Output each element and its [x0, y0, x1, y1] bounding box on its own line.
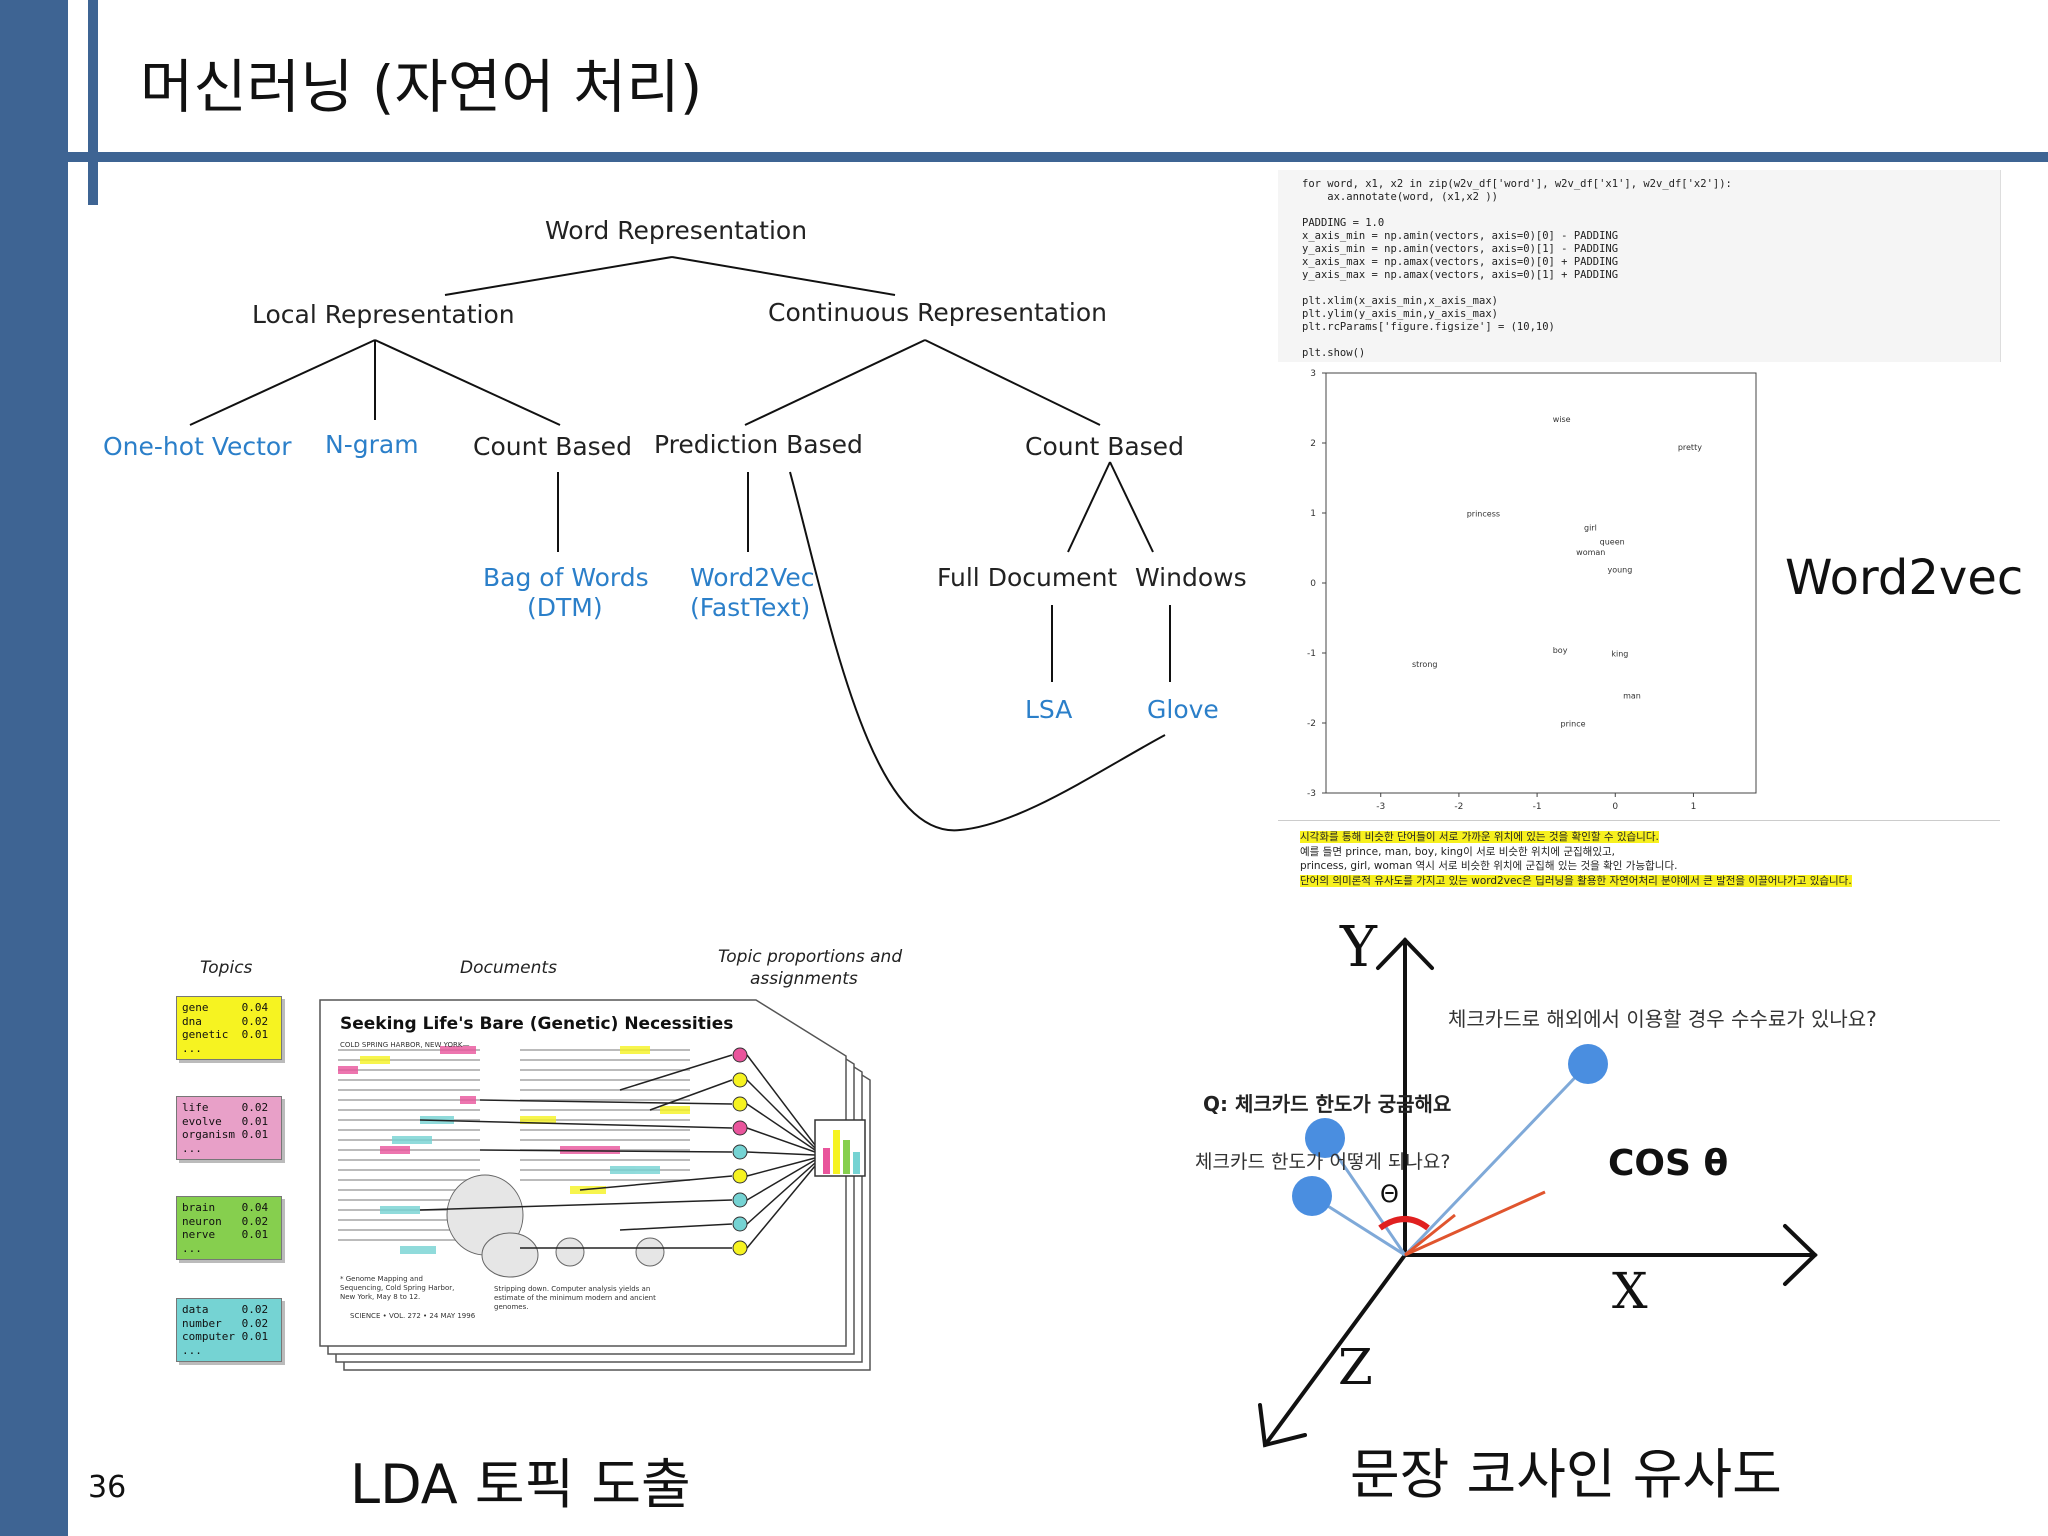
- question-text: Q: 체크카드 한도가 궁금해요: [1203, 1092, 1452, 1116]
- x-tick-label: -1: [1533, 802, 1542, 812]
- code-panel: for word, x1, x2 in zip(w2v_df['word'], …: [1278, 170, 2001, 362]
- note-line-1: 시각화를 통해 비슷한 단어들이 서로 가까운 위치에 있는 것을 확인할 수 …: [1300, 831, 1659, 843]
- code-line: x_axis_max = np.amax(vectors, axis=0)[0]…: [1302, 256, 1619, 268]
- point-label-king: king: [1611, 650, 1628, 659]
- code-line: [1302, 282, 1732, 295]
- article-title: Seeking Life's Bare (Genetic) Necessitie…: [340, 1014, 734, 1034]
- notes-divider: [1278, 820, 2000, 821]
- code-line: plt.show(): [1302, 347, 1366, 359]
- tree-local: Local Representation: [252, 300, 515, 329]
- topic-card-2: life 0.02 evolve 0.01 organism 0.01 ...: [176, 1096, 282, 1160]
- point-label-girl: girl: [1584, 524, 1597, 533]
- code-line: plt.rcParams['figure.figsize'] = (10,10): [1302, 321, 1555, 333]
- left-accent-bar: [0, 0, 68, 1536]
- theta-symbol: Θ: [1380, 1180, 1399, 1208]
- tree-bow: Bag of Words: [483, 563, 649, 592]
- y-tick-label: -3: [1307, 789, 1316, 799]
- left-accent-stripe: [88, 0, 98, 205]
- x-tick-label: -2: [1454, 802, 1463, 812]
- z-axis-label: Z: [1338, 1338, 1373, 1396]
- tree-word2vec: Word2Vec: [690, 563, 815, 592]
- note-line-4: 단어의 의미론적 유사도를 가지고 있는 word2vec은 딥러닝을 활용한 …: [1300, 874, 1852, 887]
- topic-card-3: brain 0.04 neuron 0.02 nerve 0.01 ...: [176, 1196, 282, 1260]
- code-line: y_axis_min = np.amin(vectors, axis=0)[1]…: [1302, 243, 1619, 255]
- point-label-pretty: pretty: [1678, 443, 1702, 452]
- x-axis-label: X: [1612, 1262, 1648, 1320]
- y-tick-label: 0: [1310, 579, 1316, 589]
- code-line: plt.ylim(y_axis_min,y_axis_max): [1302, 308, 1498, 320]
- point-label-queen: queen: [1600, 538, 1625, 547]
- plot-frame: [1325, 372, 1757, 794]
- tree-count-based-local: Count Based: [473, 432, 632, 461]
- code-line: plt.xlim(x_axis_min,x_axis_max): [1302, 295, 1498, 307]
- x-tick-label: -3: [1376, 802, 1385, 812]
- cosine-diagram: [1258, 937, 1818, 1448]
- point-label-boy: boy: [1553, 646, 1568, 655]
- code-line: for word, x1, x2 in zip(w2v_df['word'], …: [1302, 178, 1732, 190]
- page-number: 36: [88, 1470, 127, 1505]
- point-label-wise: wise: [1553, 415, 1571, 424]
- tree-windows: Windows: [1135, 563, 1247, 592]
- code-block: for word, x1, x2 in zip(w2v_df['word'], …: [1302, 178, 1732, 360]
- point-label-young: young: [1607, 566, 1632, 575]
- cosine-caption: 문장 코사인 유사도: [1350, 1443, 1782, 1506]
- lda-topics-label: Topics: [200, 958, 253, 978]
- tree-word2vec-sub: (FastText): [690, 593, 811, 622]
- point-label-prince: prince: [1561, 720, 1586, 729]
- code-line: PADDING = 1.0: [1302, 217, 1385, 229]
- article-footer: SCIENCE • VOL. 272 • 24 MAY 1996: [350, 1312, 476, 1320]
- tree-connectors: [189, 256, 1171, 832]
- word2vec-scatter-chart: -3 -2 -1 0 1 3 2 1 0 -1 -2 -3 wise pretty princess gir…: [1307, 369, 1757, 812]
- point-label-princess: princess: [1467, 510, 1500, 519]
- lda-documents-label: Documents: [460, 958, 557, 978]
- y-tick-label: 1: [1310, 509, 1316, 519]
- point-label-man: man: [1623, 692, 1641, 701]
- x-tick-label: 0: [1612, 802, 1618, 812]
- article-stripping-caption: Stripping down. Computer analysis yields…: [494, 1285, 656, 1311]
- note-line-2: 예를 들면 prince, man, boy, king이 서로 비슷한 위치에…: [1300, 845, 1615, 858]
- title-divider: [68, 152, 2048, 162]
- y-tick-label: 2: [1310, 439, 1316, 449]
- x-tick-label: 1: [1691, 802, 1697, 812]
- tree-glove: Glove: [1147, 695, 1219, 724]
- point-label-woman: woman: [1576, 548, 1605, 557]
- note-line-3: princess, girl, woman 역시 서로 비슷한 위치에 군집해 …: [1300, 860, 1678, 872]
- tree-root: Word Representation: [545, 216, 808, 245]
- word2vec-label: Word2vec: [1785, 550, 2024, 606]
- code-line: x_axis_min = np.amin(vectors, axis=0)[0]…: [1302, 230, 1619, 242]
- code-line: [1302, 334, 1732, 347]
- article-header: COLD SPRING HARBOR, NEW YORK—: [340, 1041, 470, 1049]
- point-label-strong: strong: [1412, 660, 1437, 669]
- y-tick-label: -2: [1307, 719, 1316, 729]
- tree-full-document: Full Document: [937, 563, 1118, 592]
- topic-card-1: gene 0.04 dna 0.02 genetic 0.01 ...: [176, 996, 282, 1060]
- y-tick-label: -1: [1307, 649, 1316, 659]
- notes-block: 시각화를 통해 비슷한 단어들이 서로 가까운 위치에 있는 것을 확인할 수 …: [1300, 830, 1852, 888]
- code-line: ax.annotate(word, (x1,x2 )): [1302, 191, 1498, 203]
- document-stack: [319, 999, 871, 1371]
- tree-prediction-based: Prediction Based: [654, 430, 863, 459]
- tree-continuous: Continuous Representation: [768, 298, 1108, 327]
- cos-theta-label: COS θ: [1608, 1143, 1729, 1184]
- tree-ngram: N-gram: [325, 430, 419, 459]
- lda-caption: LDA 토픽 도출: [350, 1453, 691, 1516]
- lda-proportions-label-1: Topic proportions and: [718, 947, 903, 967]
- article-footnote: * Genome Mapping and Sequencing, Cold Sp…: [340, 1275, 455, 1301]
- topic-card-4: data 0.02 number 0.02 computer 0.01 ...: [176, 1298, 282, 1362]
- lda-proportions-label-2: assignments: [750, 969, 858, 989]
- y-tick-label: 3: [1310, 369, 1316, 379]
- code-line: [1302, 204, 1732, 217]
- slide-title: 머신러닝 (자연어 처리): [140, 53, 703, 121]
- tree-lsa: LSA: [1025, 695, 1073, 724]
- tree-bow-sub: (DTM): [527, 593, 603, 622]
- sentence-mid: 체크카드 한도가 어떻게 되나요?: [1195, 1151, 1451, 1173]
- tree-one-hot: One-hot Vector: [103, 432, 292, 461]
- tree-count-based-cont: Count Based: [1025, 432, 1184, 461]
- y-axis-label: Y: [1340, 915, 1377, 980]
- sentence-top: 체크카드로 해외에서 이용할 경우 수수료가 있나요?: [1448, 1007, 1877, 1031]
- code-line: y_axis_max = np.amax(vectors, axis=0)[1]…: [1302, 269, 1619, 281]
